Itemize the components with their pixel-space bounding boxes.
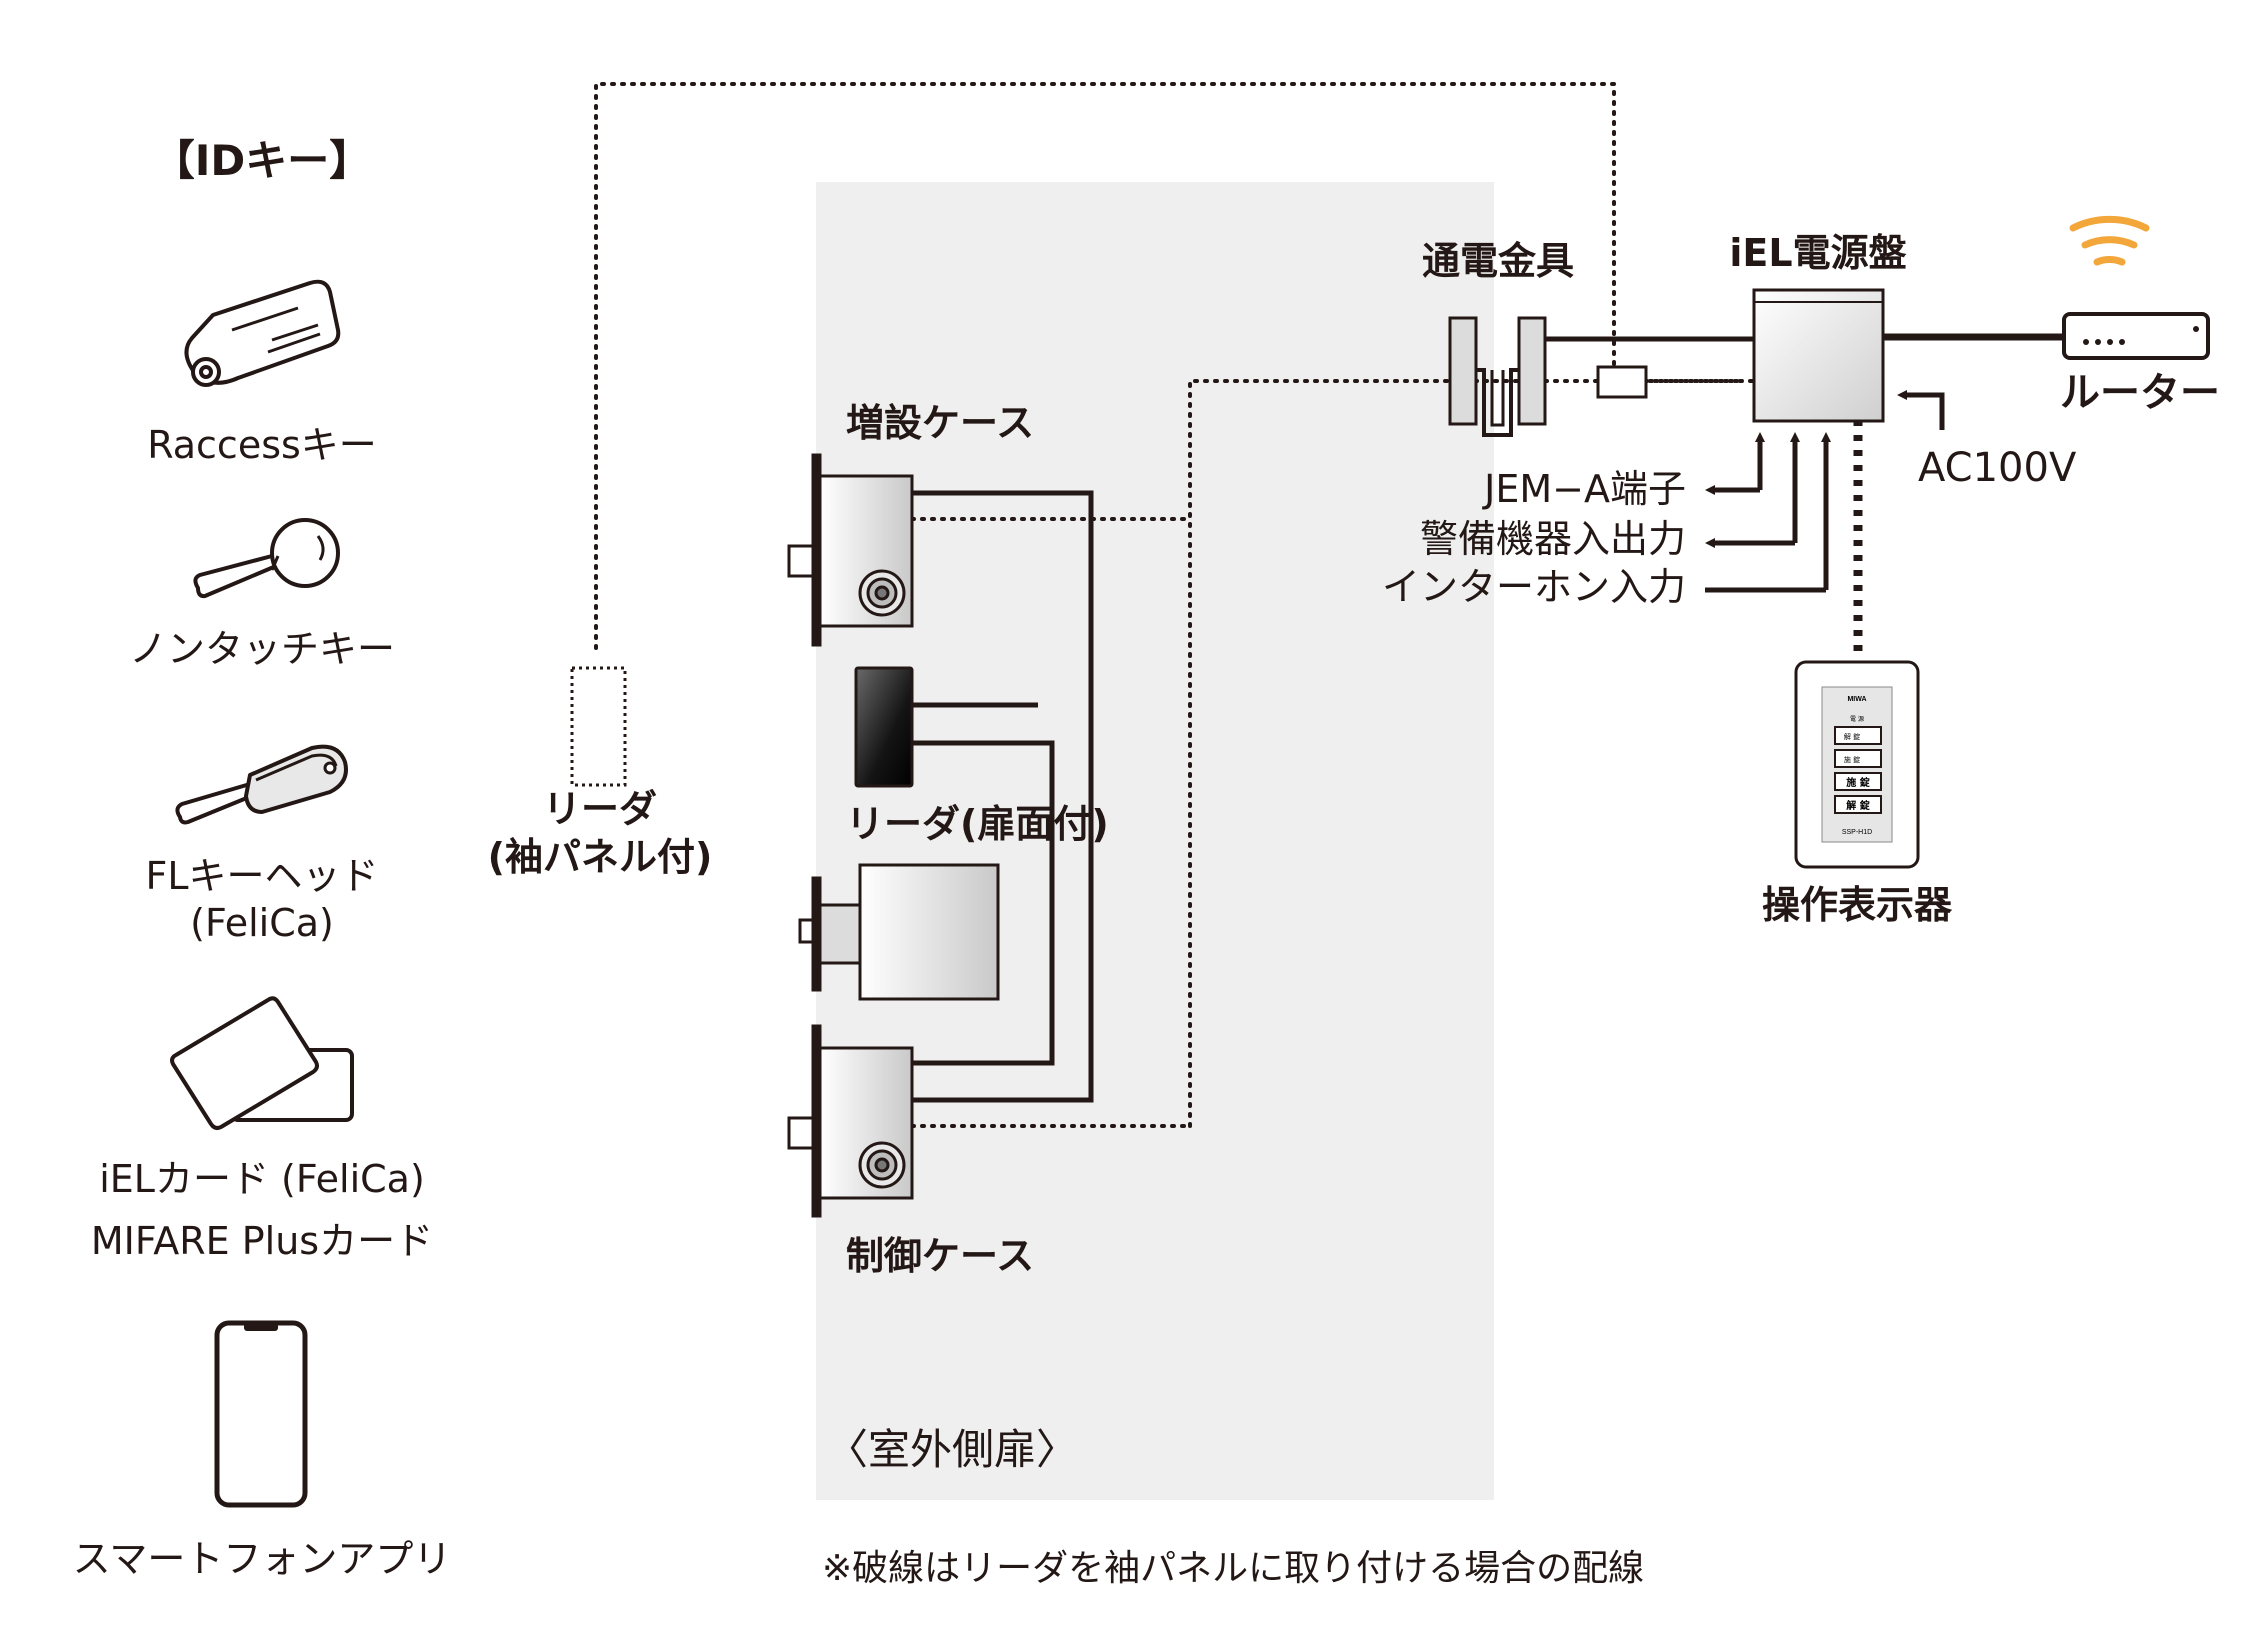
solid-wiring: [912, 333, 2064, 1103]
fl-key-label-1: FLキーヘッド: [145, 854, 379, 898]
ic-card-icon: [170, 996, 354, 1130]
outdoor-door-panel: [816, 182, 1494, 1500]
ac100v-label: AC100V: [1918, 445, 2077, 491]
smartphone-app-label: スマートフォンアプリ: [72, 1537, 452, 1581]
side-panel-reader: [570, 666, 627, 787]
control-case-label: 制御ケース: [846, 1234, 1035, 1278]
power-panel-box: [1752, 288, 1885, 423]
non-touch-key-icon: [193, 518, 340, 599]
relay-connector: [1596, 365, 1648, 399]
side-reader-label-1: リーダ: [542, 787, 658, 831]
control-case-body: [787, 1024, 914, 1218]
smartphone-icon: [214, 1320, 308, 1508]
security-io-label: 警備機器入出力: [1419, 517, 1686, 561]
outdoor-door-label: 〈室外側扉〉: [826, 1425, 1079, 1474]
controller-btn-closed: 施 錠: [1844, 755, 1860, 764]
wifi-icon: [2069, 216, 2150, 266]
jem-a-terminal-label: JEM−A端子: [1484, 467, 1686, 511]
controller-model: SSP-H1D: [1842, 829, 1872, 836]
lock-body: [798, 863, 1000, 1001]
fl-key-label-2: (FeliCa): [190, 901, 334, 945]
controller-btn-lock: 施 錠: [1846, 776, 1869, 789]
footnote: ※破線はリーダを袖パネルに取り付ける場合の配線: [822, 1548, 1645, 1589]
raccess-key-icon: [184, 279, 341, 387]
panel-io-arrows: [1705, 390, 1945, 593]
fl-key-head-icon: [175, 744, 348, 825]
iel-card-label: iELカード (FeliCa): [99, 1157, 425, 1201]
controller-label: 操作表示器: [1761, 883, 1953, 927]
transfer-hinge-label: 通電金具: [1421, 239, 1575, 283]
raccess-key-label: Raccessキー: [147, 423, 377, 467]
router-label: ルーター: [2060, 370, 2220, 416]
power-panel-label: iEL電源盤: [1729, 231, 1907, 275]
extension-case-body: [787, 453, 914, 647]
mifare-card-label: MIFARE Plusカード: [90, 1219, 434, 1263]
side-reader-label-2: (袖パネル付): [487, 835, 713, 879]
controller-btn-unlock: 解 錠: [1846, 799, 1869, 812]
extension-case-label: 増設ケース: [846, 401, 1035, 445]
door-reader-body: [854, 666, 914, 788]
non-touch-key-label: ノンタッチキー: [128, 627, 396, 671]
controller-brand: MIWA: [1847, 696, 1866, 703]
controller-btn-open: 解 錠: [1844, 732, 1860, 741]
controller-device: [1794, 660, 1920, 869]
router-device: [2062, 312, 2210, 360]
controller-power-mark: 電 源: [1850, 715, 1864, 723]
dotted-wiring: [594, 82, 1863, 1128]
door-reader-label: リーダ(扉面付): [846, 802, 1109, 846]
transfer-hinge: [1448, 316, 1547, 437]
intercom-input-label: インターホン入力: [1381, 565, 1686, 609]
id-key-heading: 【IDキー】: [152, 136, 372, 185]
